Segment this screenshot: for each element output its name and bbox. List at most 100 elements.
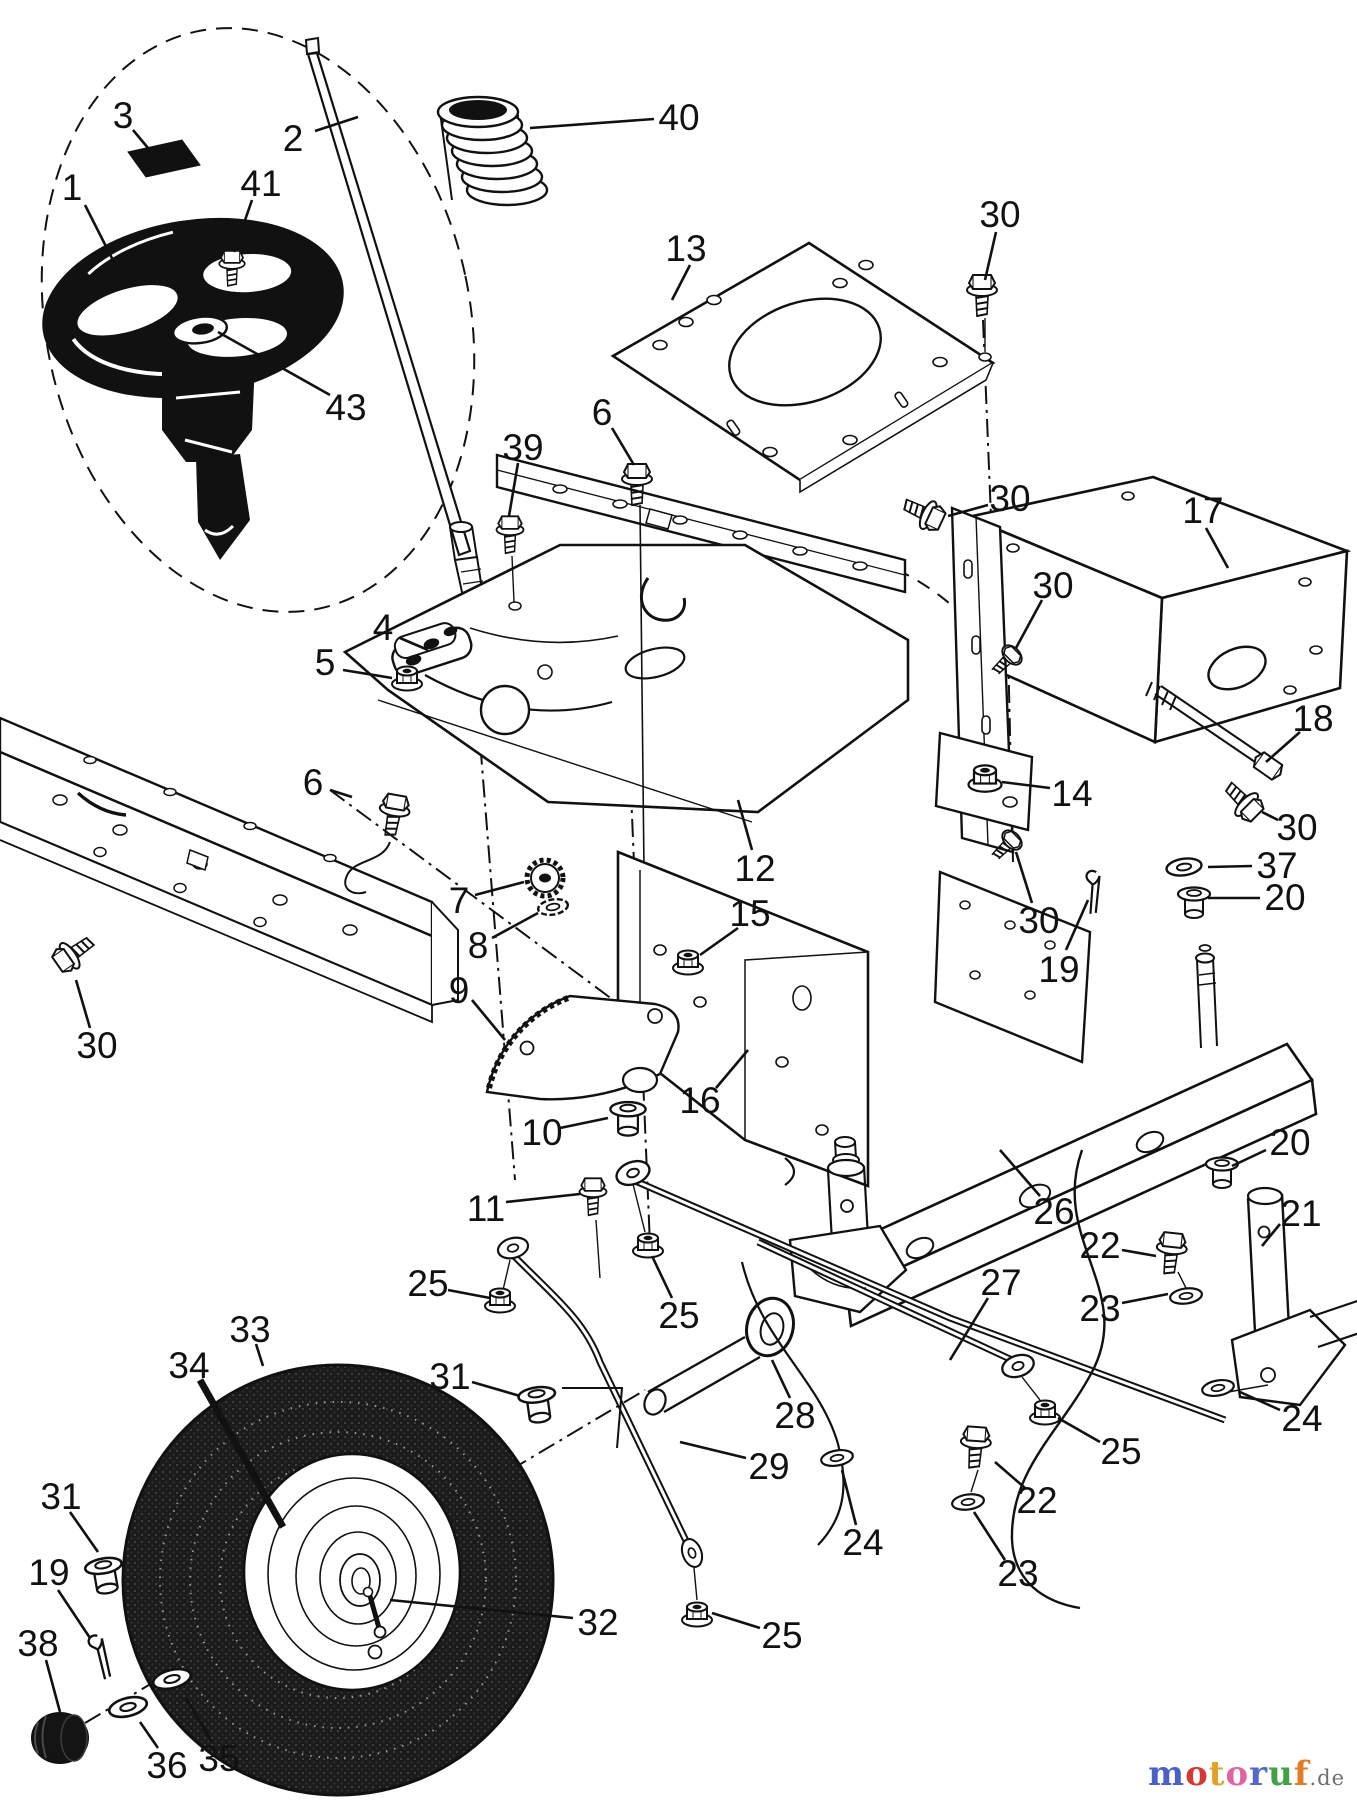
frame-rail-left: [0, 716, 459, 1024]
washer-37: [1164, 855, 1204, 879]
callout-leader-31b: [68, 1511, 100, 1553]
spindle-left: [788, 1136, 908, 1314]
callout-14: 14: [1051, 773, 1092, 814]
callout-8: 8: [468, 925, 489, 966]
washer-23-right: [1168, 1285, 1204, 1307]
callout-20a: 20: [1264, 877, 1305, 918]
callout-12: 12: [734, 848, 775, 889]
spindle-right-21: [1227, 1186, 1357, 1407]
hub-cap-38: [31, 1712, 89, 1764]
frame-rail-upper: [495, 453, 907, 594]
cable-curve: [740, 1149, 1106, 1610]
callout-leader-18: [1265, 731, 1301, 763]
callout-leader-37: [1207, 864, 1253, 869]
callout-30e: 30: [1018, 900, 1059, 941]
callout-leader-1: [83, 204, 124, 279]
callout-35: 35: [198, 1738, 239, 1779]
axle-hardware-right: [516, 1383, 624, 1449]
callout-leader-35: [184, 1697, 214, 1743]
screw-39: [495, 515, 525, 611]
bushing-20-upper: [1176, 886, 1212, 920]
bolt-22-right: [1153, 1230, 1190, 1289]
hub-washer-43: [172, 315, 228, 345]
nut-25-d: [681, 1601, 713, 1628]
callout-leader-17: [1204, 527, 1230, 569]
callout-27: 27: [980, 1262, 1021, 1303]
side-panel: [933, 870, 1092, 1064]
watermark-letter: u: [1268, 1754, 1294, 1794]
axle-pivot-stud: [1195, 944, 1218, 1049]
callout-leader-41: [232, 199, 254, 253]
callout-25b: 25: [658, 1295, 699, 1336]
watermark-logo[interactable]: motoruf.de: [1148, 1754, 1345, 1794]
watermark-letter: m: [1148, 1754, 1186, 1794]
callout-leader-8: [491, 911, 539, 940]
sector-gear-9: [485, 994, 680, 1101]
callout-9: 9: [449, 970, 470, 1011]
steering-wheel-hub: [162, 362, 255, 560]
steering-coupler-4: [391, 622, 473, 677]
callout-leader-28: [770, 1359, 792, 1399]
callout-leader-22b: [994, 1461, 1026, 1489]
steering-wheel-cap: [127, 139, 201, 178]
callout-leader-11: [505, 1192, 581, 1204]
callout-leader-9: [470, 999, 507, 1041]
axle-beam-26: [820, 1042, 1318, 1328]
callout-19a: 19: [1038, 949, 1079, 990]
callout-19b: 19: [28, 1552, 69, 1593]
callout-leader-30c: [1014, 599, 1044, 649]
washer-24-left: [818, 1446, 856, 1470]
callout-1: 1: [62, 167, 83, 208]
callout-41: 41: [240, 163, 281, 204]
callout-leader-25a: [447, 1288, 491, 1300]
callout-39: 39: [502, 427, 543, 468]
bolt-30-seat-lower: [896, 489, 950, 537]
callout-leader-31a: [471, 1380, 521, 1398]
callout-leader-25c: [1057, 1416, 1101, 1444]
support-bracket-17: [961, 475, 1352, 744]
callout-32: 32: [577, 1602, 618, 1643]
watermark-letter: r: [1249, 1754, 1269, 1794]
callout-11: 11: [467, 1188, 505, 1229]
valve-stem: [362, 1586, 387, 1660]
callout-10: 10: [521, 1112, 562, 1153]
callout-leader-2: [314, 115, 359, 133]
nut-25-b: [632, 1232, 664, 1259]
bolt-30-top: [966, 274, 998, 318]
seat-plate: [610, 241, 996, 494]
bolt-30-left: [47, 927, 102, 978]
callout-24b: 24: [842, 1522, 883, 1563]
callout-43: 43: [325, 387, 366, 428]
callout-leader-30a: [983, 231, 998, 281]
bolt-6-lower: [344, 791, 414, 895]
callout-leader-15: [699, 926, 739, 957]
callout-leader-23a: [1121, 1292, 1169, 1305]
callout-28: 28: [774, 1395, 815, 1436]
callout-leader-24b: [840, 1469, 858, 1526]
callout-leader-24a: [1239, 1390, 1281, 1412]
callout-leader-3: [132, 129, 159, 161]
console-support-plate-12: [342, 543, 910, 823]
callout-leader-6a: [610, 427, 636, 466]
callout-leader-19a: [1064, 899, 1090, 951]
steering-bellows: [436, 95, 549, 207]
nut-25-a: [484, 1287, 516, 1314]
callout-18: 18: [1292, 698, 1333, 739]
watermark-letter: f: [1293, 1754, 1310, 1794]
callout-leader-40: [529, 117, 655, 130]
callout-leader-30e: [1014, 851, 1034, 904]
callout-leader-29: [679, 1440, 747, 1460]
callout-leader-12: [736, 799, 754, 851]
callout-leader-38: [44, 1659, 62, 1713]
callout-22b: 22: [1016, 1480, 1057, 1521]
nut-25-c: [1029, 1399, 1061, 1426]
lock-washer-8: [536, 897, 570, 917]
callout-leader-30d: [1261, 810, 1279, 822]
pinion-gear-7: [524, 857, 566, 899]
callout-leader-23b: [972, 1511, 1007, 1561]
axle-hardware-left: [31, 1554, 195, 1764]
callout-24a: 24: [1281, 1398, 1322, 1439]
washer-24-right: [1199, 1376, 1237, 1400]
callout-labels: 1234566789101112131415161718191920202122…: [17, 95, 1333, 1786]
